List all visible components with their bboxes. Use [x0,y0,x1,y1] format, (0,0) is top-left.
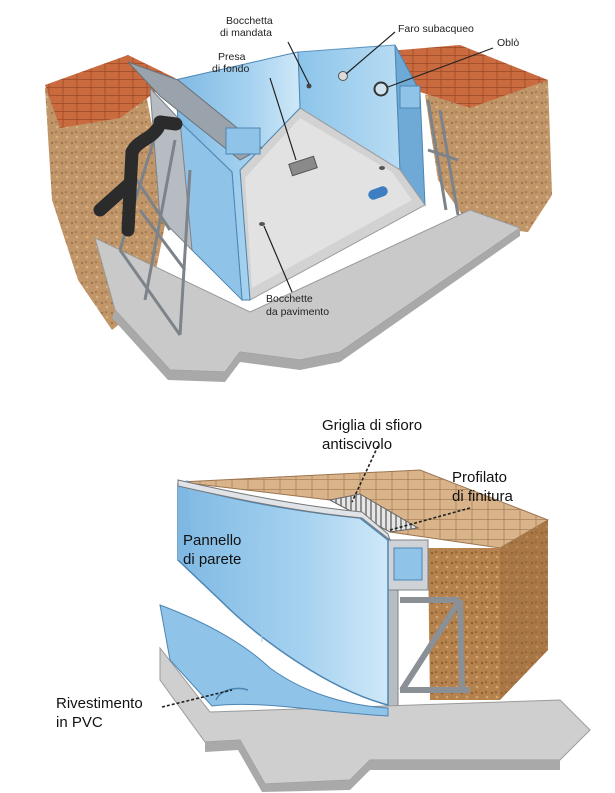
soil-right [425,80,552,232]
finishing-profile [177,479,392,542]
steel-buttress [399,597,470,693]
soil-block [428,520,548,700]
gutter-box [225,127,261,155]
floor-inlet-2 [379,166,385,170]
floor-inlet [259,222,265,226]
main-drain [288,155,318,177]
gutter-liner [393,547,423,581]
pvc-floor-liner [159,604,389,717]
label-pannello-parete: Pannello di parete [183,532,246,568]
underwater-light [338,71,348,81]
right-skimmer [399,85,421,109]
base-edge [205,740,560,792]
soil-side-shade [500,520,548,700]
label-bocchetta-mandata: Bocchetta di mandata [220,15,276,39]
label-oblo: Oblò [497,37,519,49]
panel-seam [259,531,263,643]
label-profilato-finitura: Profilato di finitura [452,469,514,505]
top-leaders [263,31,494,293]
bottom-leaders [161,445,471,708]
top-pool-diagram: Bocchetta di mandata Faro subacqueo Oblò… [45,15,552,382]
buttresses-right [426,99,460,216]
label-griglia-sfioro: Griglia di sfioro antiscivolo [322,417,426,453]
liner-fold [215,687,249,701]
porthole [373,81,389,97]
blue-roll [368,186,388,200]
label-rivestimento-pvc: Rivestimento in PVC [56,695,147,731]
floor-liner [245,118,412,288]
bottom-wall-section-diagram: Griglia di sfioro antiscivolo Profilato … [56,417,591,792]
label-bocchette-pavimento: Bocchette da pavimento [266,293,329,318]
label-presa-di-fondo: Presa di fondo [212,51,250,75]
drain-pipe [93,121,165,237]
wall-edge [178,480,192,560]
return-inlet [306,83,312,89]
pipe-elbow [153,115,183,131]
label-faro-subacqueo: Faro subacqueo [398,23,474,35]
